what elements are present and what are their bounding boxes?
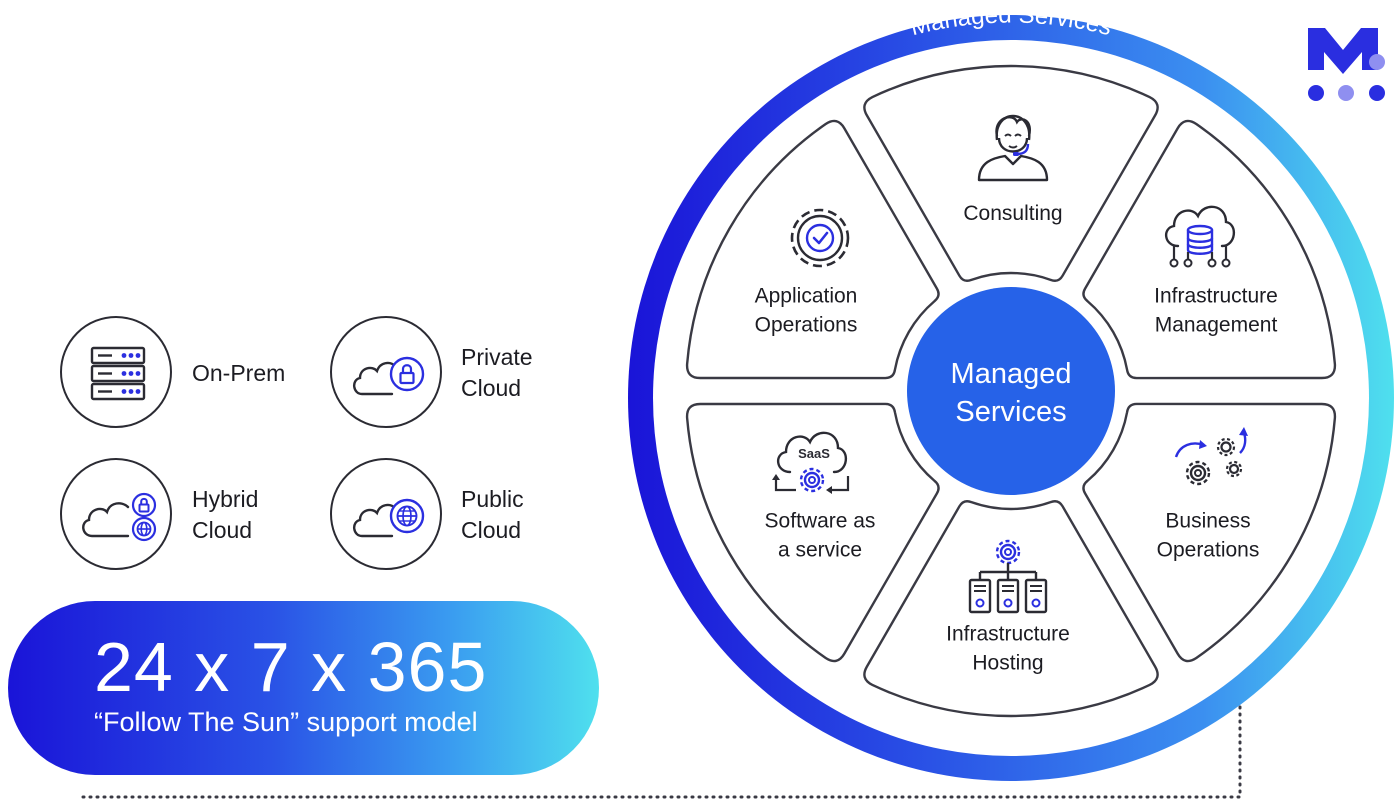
- headset-agent-icon: [977, 114, 1049, 182]
- segment-shape: [1082, 119, 1337, 380]
- segment-shape: [1082, 402, 1337, 663]
- server-network-icon: [968, 539, 1048, 614]
- cloud-lock-icon: [353, 356, 425, 396]
- segment-label-line: Operations: [755, 314, 858, 337]
- deploy-label-on-prem: On-Prem: [192, 360, 286, 386]
- deploy-label-public-cloud: Public Cloud: [461, 486, 524, 543]
- center-hub: [907, 287, 1115, 495]
- segment-software-as-a-service: SaaS Software as a service: [685, 402, 940, 663]
- server-rack-icon: [90, 346, 146, 401]
- support-model: “Follow The Sun” support model: [94, 707, 478, 737]
- logo-m-mark: [1308, 28, 1378, 74]
- deploy-label-hybrid-cloud: Hybrid Cloud: [192, 486, 259, 543]
- logo-dot-right: [1369, 54, 1385, 70]
- segment-shape: [863, 500, 1159, 718]
- gears-cycle-icon: [1174, 427, 1248, 486]
- segment-label-line: Operations: [1157, 539, 1260, 562]
- support-hours: 24 x 7 x 365: [94, 628, 488, 706]
- logo-dot-1: [1308, 85, 1324, 101]
- saas-cloud-icon: SaaS: [772, 431, 850, 494]
- segment-label-line: Infrastructure: [946, 623, 1070, 646]
- segment-label-line: Business: [1165, 510, 1250, 533]
- hub-title-line2: Services: [955, 396, 1066, 428]
- segment-shape: [863, 64, 1159, 282]
- segment-consulting: Consulting: [863, 64, 1159, 282]
- support-banner: 24 x 7 x 365 “Follow The Sun” support mo…: [8, 601, 599, 775]
- segment-shape: [685, 402, 940, 663]
- cloud-globe-icon: [353, 498, 425, 538]
- hub-title-line1: Managed: [951, 358, 1072, 390]
- segment-label-line: Management: [1155, 314, 1278, 337]
- segment-label-line: a service: [778, 539, 862, 562]
- logo-dot-3: [1369, 85, 1385, 101]
- gear-check-icon: [790, 208, 850, 268]
- segment-label-line: Application: [755, 285, 858, 308]
- saas-badge-text: SaaS: [798, 446, 830, 461]
- segment-label-line: Hosting: [972, 652, 1043, 675]
- cloud-lock-globe-icon: [82, 492, 157, 542]
- deploy-label-private-cloud: Private Cloud: [461, 344, 533, 401]
- segment-label-line: Software as: [765, 510, 876, 533]
- segment-label-line: Consulting: [963, 202, 1062, 225]
- brand-logo: [1308, 28, 1385, 101]
- cloud-database-icon: [1165, 205, 1235, 268]
- logo-dot-2: [1338, 85, 1354, 101]
- segment-label-line: Infrastructure: [1154, 285, 1278, 308]
